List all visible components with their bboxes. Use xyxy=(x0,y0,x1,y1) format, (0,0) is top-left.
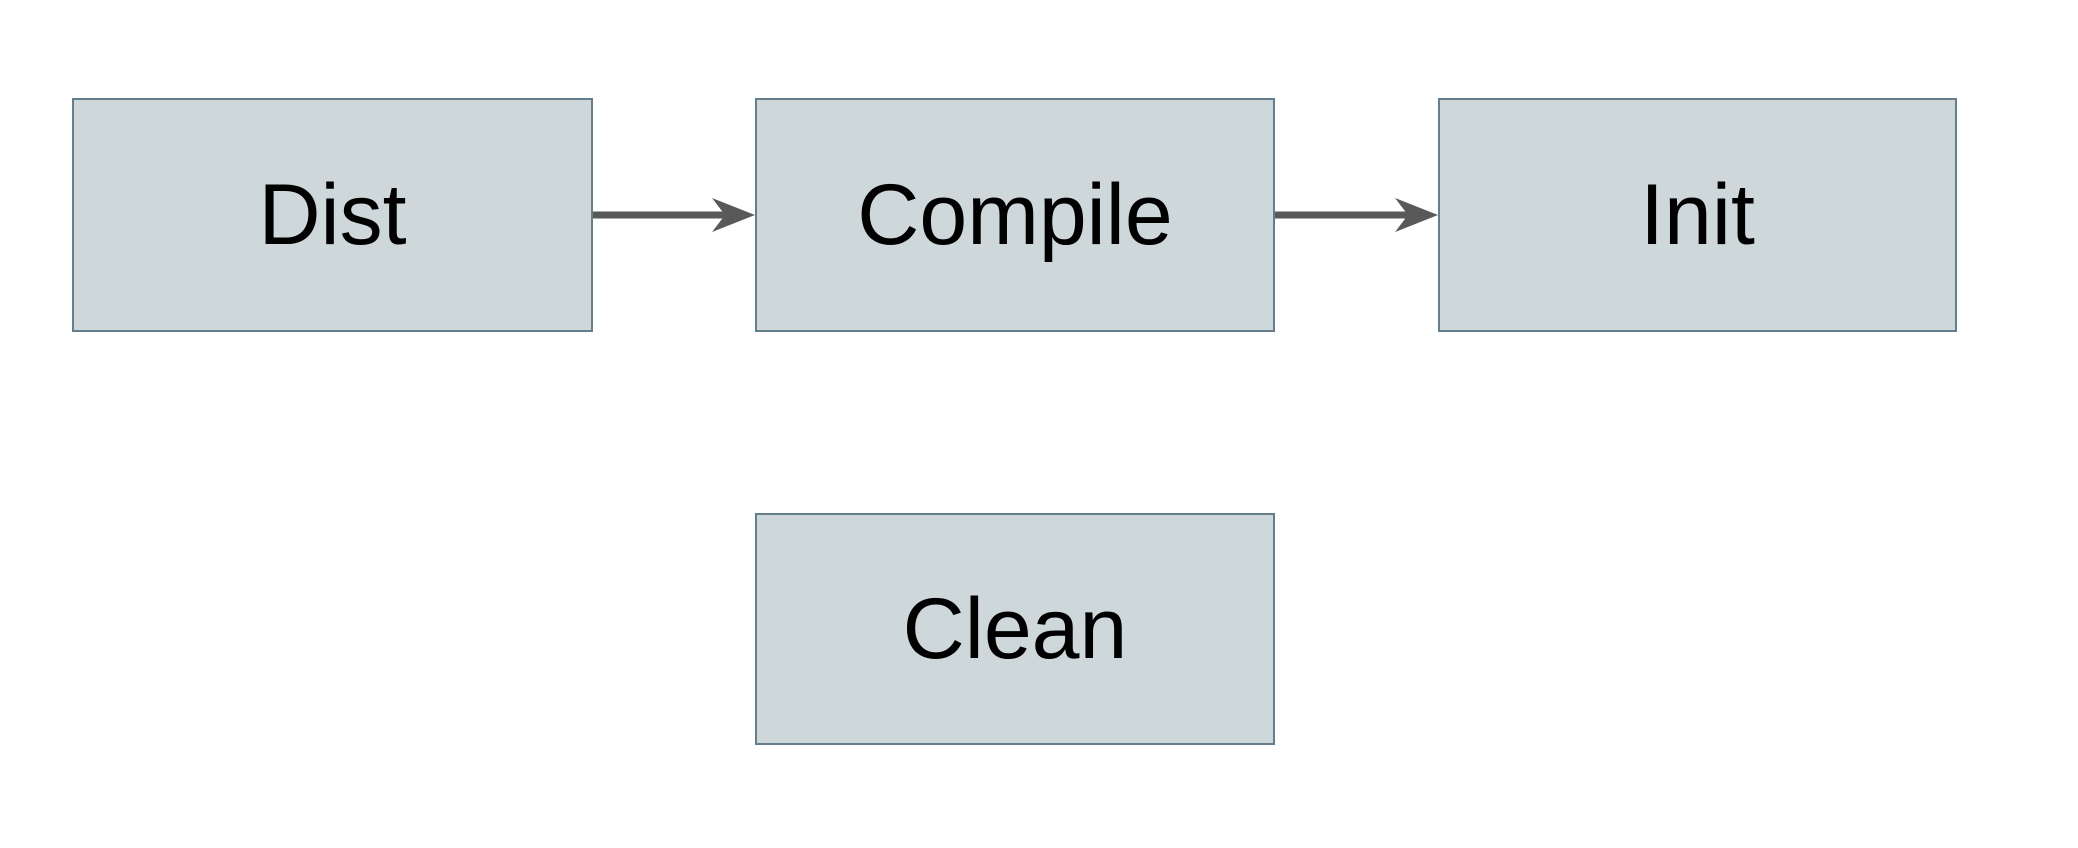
edge-dist-compile-arrowhead-icon xyxy=(712,198,755,232)
edge-dist-compile xyxy=(593,198,755,232)
node-init[interactable]: Init xyxy=(1438,98,1957,332)
node-compile[interactable]: Compile xyxy=(755,98,1275,332)
edge-compile-init-arrowhead-icon xyxy=(1395,198,1438,232)
node-compile-label: Compile xyxy=(857,167,1173,263)
node-dist[interactable]: Dist xyxy=(72,98,593,332)
node-dist-label: Dist xyxy=(258,167,407,263)
node-clean[interactable]: Clean xyxy=(755,513,1275,745)
node-init-label: Init xyxy=(1640,167,1755,263)
edge-compile-init xyxy=(1275,198,1438,232)
node-clean-label: Clean xyxy=(902,581,1128,677)
